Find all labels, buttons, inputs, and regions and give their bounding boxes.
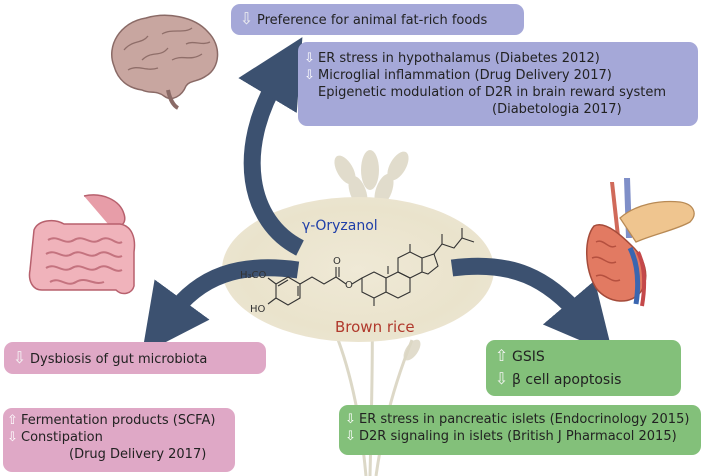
- gut-detail-2: Constipation: [21, 430, 103, 445]
- up-arrow-icon: ⇧: [494, 346, 509, 365]
- down-arrow-icon: ⇩: [239, 9, 254, 28]
- brain-detail-1: ER stress in hypothalamus (Diabetes 2012…: [318, 51, 600, 66]
- down-arrow-icon: ⇩: [304, 68, 315, 83]
- gut-headline-box: ⇩Dysbiosis of gut microbiota: [4, 342, 266, 374]
- molecule-name: γ-Oryzanol: [302, 218, 378, 234]
- pancreas-details-box: ⇩ER stress in pancreatic islets (Endocri…: [339, 405, 701, 455]
- pancreas-icon: [586, 178, 695, 307]
- ketone-o-label: O: [333, 256, 341, 267]
- methoxy-label: H₃CO: [240, 270, 267, 281]
- brain-detail-4: (Diabetologia 2017): [492, 102, 622, 117]
- pancreas-headline-2: β cell apoptosis: [512, 372, 622, 388]
- down-arrow-icon: ⇩: [345, 429, 356, 444]
- brain-details-box: ⇩ER stress in hypothalamus (Diabetes 201…: [298, 42, 698, 126]
- down-arrow-icon: ⇩: [494, 369, 509, 388]
- hydroxy-label: HO: [250, 304, 266, 315]
- down-arrow-icon: ⇩: [304, 51, 315, 66]
- pancreas-headline-1: GSIS: [512, 349, 545, 365]
- oryzanol-structure: H₃CO HO O O: [240, 228, 475, 315]
- down-arrow-icon: ⇩: [7, 430, 18, 445]
- down-arrow-icon: ⇩: [345, 412, 356, 427]
- gut-detail-3: (Drug Delivery 2017): [69, 447, 207, 462]
- brain-detail-2: Microglial inflammation (Drug Delivery 2…: [318, 68, 612, 83]
- gut-details-box: ⇧Fermentation products (SCFA) ⇩Constipat…: [3, 408, 235, 472]
- ether-o-label: O: [345, 280, 353, 291]
- brain-icon: [111, 14, 219, 110]
- brain-headline-text: Preference for animal fat-rich foods: [257, 13, 488, 28]
- brain-headline-box: ⇩Preference for animal fat-rich foods: [231, 4, 524, 35]
- intestine-icon: [28, 194, 136, 295]
- pancreas-detail-1: ER stress in pancreatic islets (Endocrin…: [359, 412, 690, 427]
- gut-headline-text: Dysbiosis of gut microbiota: [30, 352, 208, 367]
- pancreas-detail-2: D2R signaling in islets (British J Pharm…: [359, 429, 677, 444]
- pancreas-headline-box: ⇧GSIS ⇩β cell apoptosis: [486, 340, 681, 396]
- brown-rice-label: Brown rice: [335, 318, 415, 336]
- down-arrow-icon: ⇩: [12, 348, 27, 367]
- arrow-to-brain: [238, 37, 305, 256]
- brain-detail-3: Epigenetic modulation of D2R in brain re…: [318, 85, 667, 100]
- arrow-to-gut: [141, 259, 300, 355]
- gut-detail-1: Fermentation products (SCFA): [21, 413, 216, 428]
- up-arrow-icon: ⇧: [7, 413, 18, 428]
- arrow-to-pancreas: [450, 257, 613, 355]
